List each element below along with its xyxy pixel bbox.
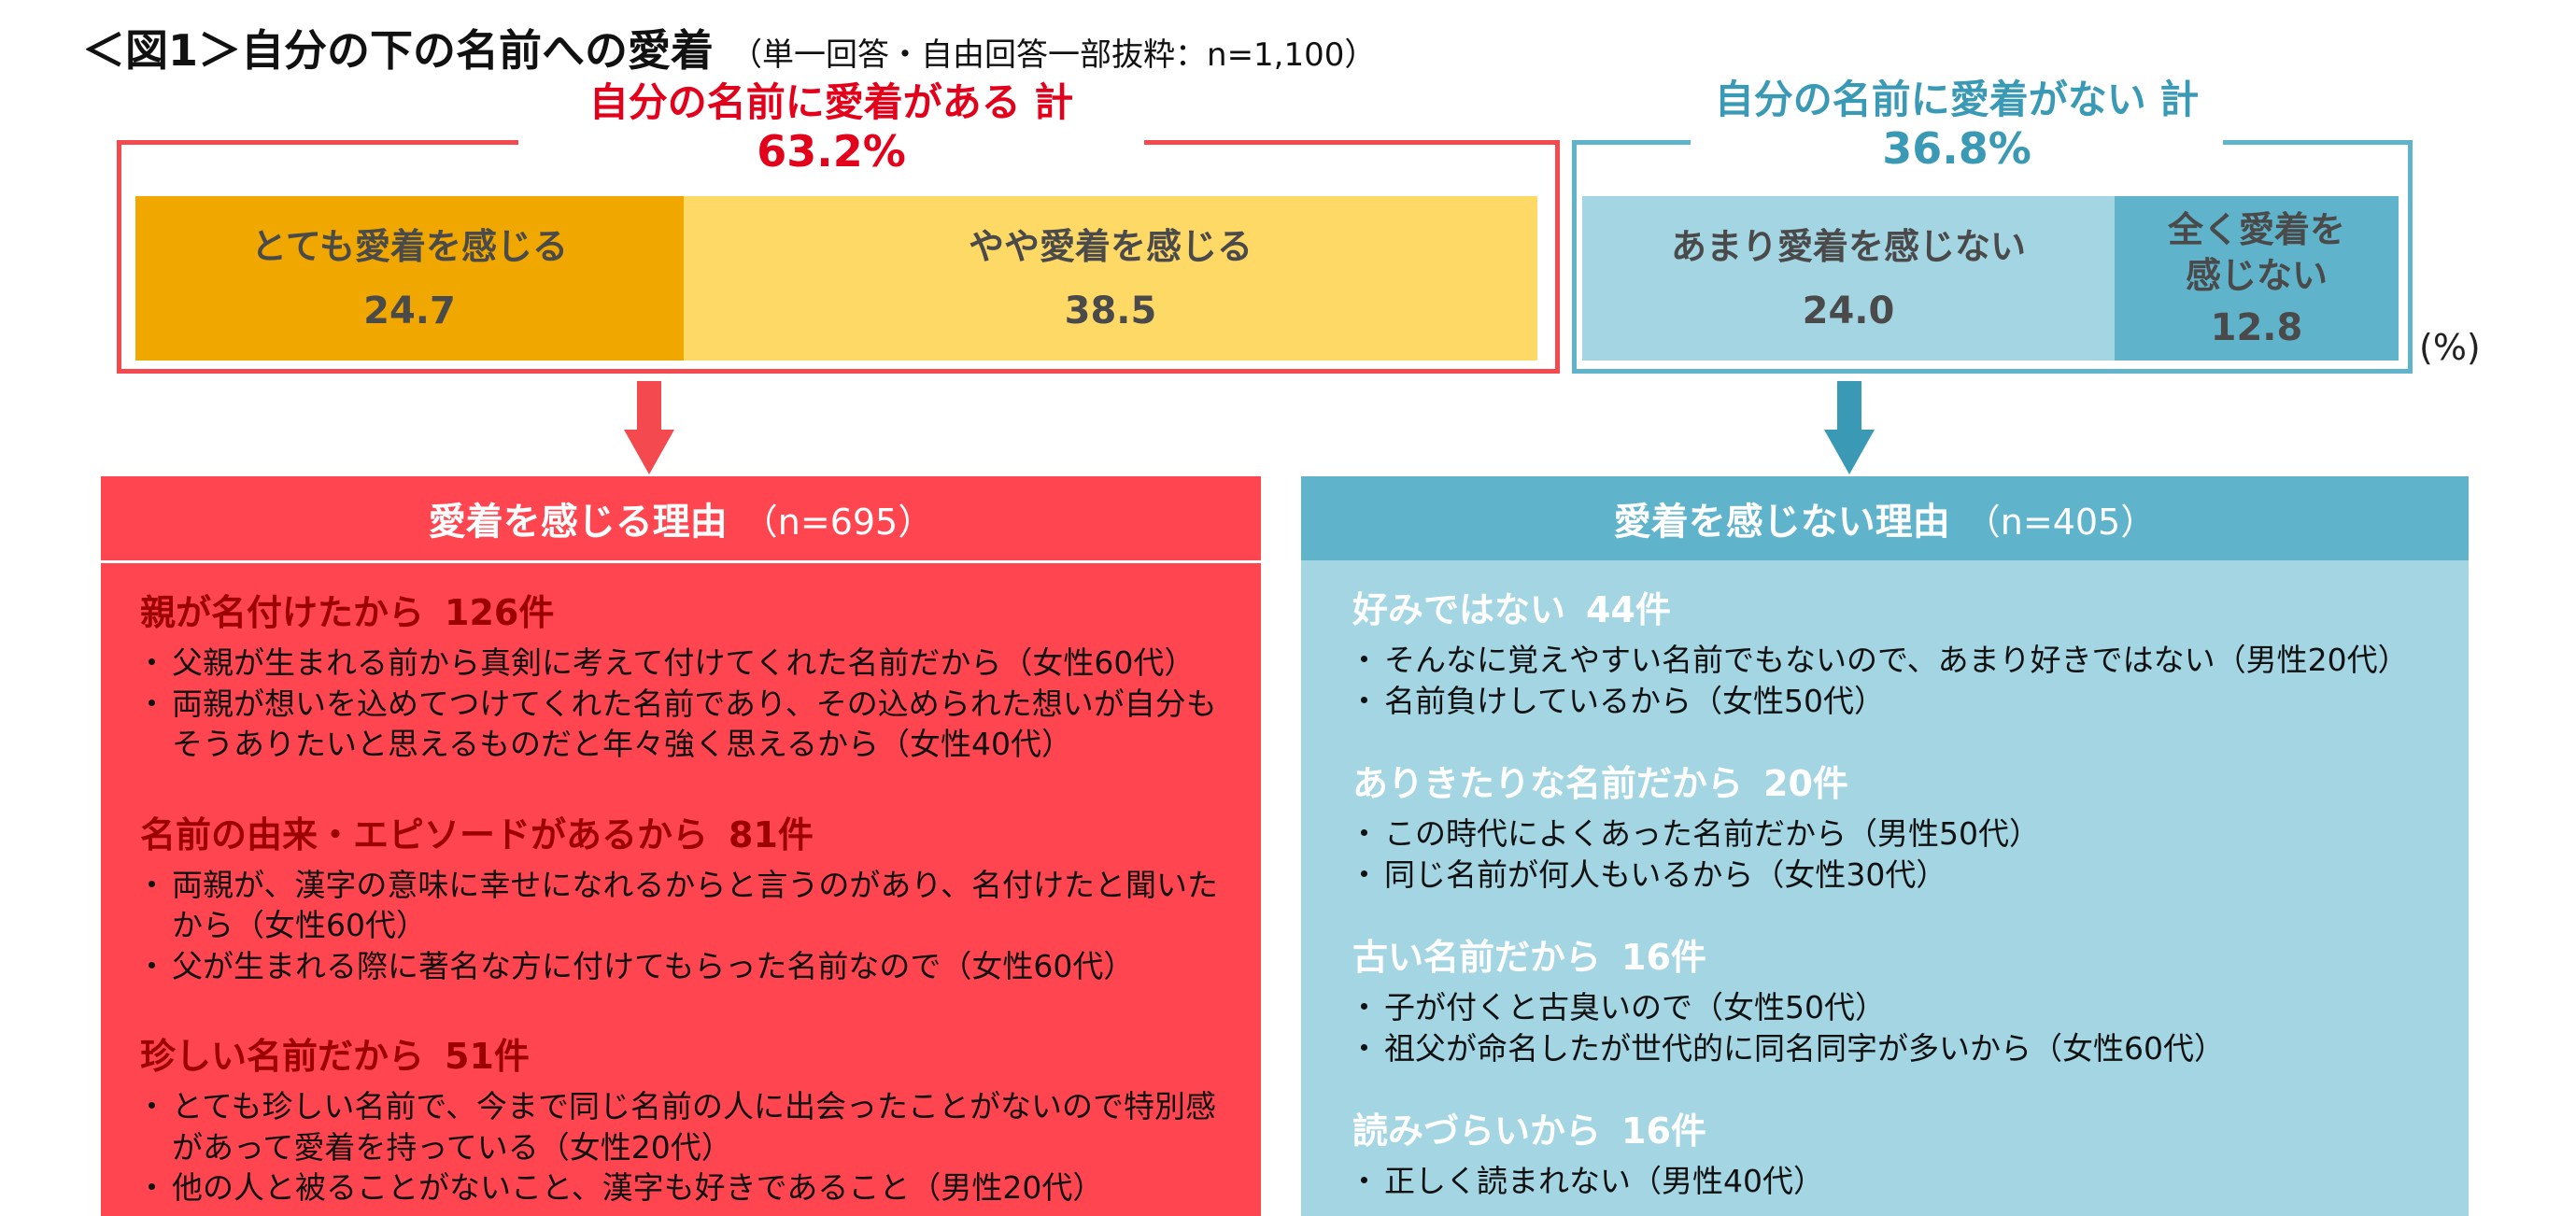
reason-count: 126件 [445,592,555,633]
negative-total-value: 36.8% [1882,123,2031,175]
reason-count: 81件 [729,813,814,855]
negative-panel-sample: （n=405） [1964,501,2157,543]
quote-list: とても珍しい名前で、今まで同じ名前の人に出会ったことがないので特別感があって愛着… [136,1086,1233,1209]
quote-item: そんなに覚えやすい名前でもないので、あまり好きではない（男性20代） [1349,640,2441,681]
segment-label: やや愛着を感じる [968,225,1253,267]
quote-item: 両親が、漢字の意味に幸せになれるからと言うのがあり、名付けたと聞いたから（女性6… [136,865,1233,946]
negative-reason-list: 好みではない 44件そんなに覚えやすい名前でもないので、あまり好きではない（男性2… [1301,560,2469,1202]
segment-label: 全く愛着を [2167,209,2345,251]
bar-segment: とても愛着を感じる 24.7 [135,196,684,361]
quote-item: 名前負けしているから（女性50代） [1349,681,2441,722]
reason-title: 好みではない 44件 [1352,581,2441,632]
positive-panel-sample: （n=695） [742,501,934,543]
reason-name: 名前の由来・エピソードがあるから [140,813,709,855]
down-arrow-icon [1824,381,1875,474]
quote-item: 子が付くと古臭いので（女性50代） [1349,987,2441,1028]
quote-list: この時代によくあった名前だから（男性50代）同じ名前が何人もいるから（女性30代… [1349,813,2441,896]
segment-value-label: 38.5 [1064,290,1157,333]
reason-name: 好みではない [1352,589,1566,630]
reason-title: 珍しい名前だから 51件 [140,1027,1233,1079]
stacked-bar: とても愛着を感じる 24.7 やや愛着を感じる 38.5 あまり愛着を感じない 24.0 全… [135,196,2399,361]
reason-name: ありきたりな名前だから [1352,763,1744,805]
reason-name: 珍しい名前だから [140,1036,425,1078]
reason-count: 16件 [1621,1110,1706,1152]
quote-list: 両親が、漢字の意味に幸せになれるからと言うのがあり、名付けたと聞いたから（女性6… [136,865,1233,987]
negative-panel-title: 愛着を感じない理由 [1613,501,1950,544]
quote-item: 父が生まれる際に著名な方に付けてもらった名前なので（女性60代） [136,946,1233,987]
quote-item: 他の人と被ることがないこと、漢字も好きであること（男性20代） [136,1167,1233,1209]
reason-block: 名前の由来・エピソードがあるから 81件両親が、漢字の意味に幸せになれるからと言う… [136,806,1233,987]
quote-item: 祖父が命名したが世代的に同名同字が多いから（女性60代） [1349,1028,2441,1069]
title-main: ＜図1＞自分の下の名前への愛着 [82,25,715,76]
quote-item: 正しく読まれない（男性40代） [1349,1161,2441,1202]
positive-reasons-panel: 愛着を感じる理由 （n=695） 親が名付けたから 126件父親が生まれる前から真… [101,476,1261,1216]
reason-title: 名前の由来・エピソードがあるから 81件 [140,806,1233,857]
reason-block: 好みではない 44件そんなに覚えやすい名前でもないので、あまり好きではない（男性2… [1349,581,2441,722]
reason-block: 古い名前だから 16件子が付くと古臭いので（女性50代）祖父が命名したが世代的に同… [1349,928,2441,1069]
bar-segment: あまり愛着を感じない 24.0 [1582,196,2115,361]
reason-title: 古い名前だから 16件 [1352,928,2441,980]
negative-panel-header: 愛着を感じない理由 （n=405） [1301,476,2469,560]
bar-segment: やや愛着を感じる 38.5 [684,196,1537,361]
reason-title: ありきたりな名前だから 20件 [1352,755,2441,806]
reason-count: 44件 [1586,589,1671,630]
quote-list: そんなに覚えやすい名前でもないので、あまり好きではない（男性20代）名前負けして… [1349,640,2441,722]
quote-item: この時代によくあった名前だから（男性50代） [1349,813,2441,855]
reason-count: 20件 [1763,763,1848,805]
positive-panel-header: 愛着を感じる理由 （n=695） [101,476,1261,563]
reason-name: 古い名前だから [1352,937,1602,979]
segment-label: あまり愛着を感じない [1670,225,2026,267]
reason-name: 読みづらいから [1352,1110,1602,1152]
quote-list: 子が付くと古臭いので（女性50代）祖父が命名したが世代的に同名同字が多いから（女… [1349,987,2441,1069]
positive-total-label: 自分の名前に愛着がある 計 63.2% [518,79,1144,178]
down-arrow-icon [624,381,674,474]
negative-total-title: 自分の名前に愛着がない 計 [1714,77,2200,122]
unit-label: (%) [2419,327,2481,368]
reason-name: 親が名付けたから [140,592,425,633]
reason-count: 51件 [445,1036,530,1078]
quote-item: とても珍しい名前で、今まで同じ名前の人に出会ったことがないので特別感があって愛着… [136,1086,1233,1167]
segment-value-label: 24.7 [363,290,456,333]
bar-segment: 全く愛着を感じない 12.8 [2115,196,2399,361]
reason-title: 読みづらいから 16件 [1352,1102,2441,1153]
positive-reason-list: 親が名付けたから 126件父親が生まれる前から真剣に考えて付けてくれた名前だから（… [101,563,1261,1209]
segment-label: 感じない [2185,255,2328,296]
positive-total-title: 自分の名前に愛着がある 計 [588,79,1074,125]
quote-list: 父親が生まれる前から真剣に考えて付けてくれた名前だから（女性60代）両親が想いを… [136,643,1233,765]
quote-item: 両親が想いを込めてつけてくれた名前であり、その込められた想いが自分もそうありたい… [136,684,1233,765]
chart-title: ＜図1＞自分の下の名前への愛着 （単一回答・自由回答一部抜粋：n=1,100） [82,17,1376,82]
quote-item: 同じ名前が何人もいるから（女性30代） [1349,855,2441,896]
segment-label: とても愛着を感じる [251,225,568,267]
positive-total-value: 63.2% [757,126,906,177]
segment-value-label: 12.8 [2210,305,2303,349]
title-sample-note: （単一回答・自由回答一部抜粋：n=1,100） [730,36,1377,74]
quote-item: 父親が生まれる前から真剣に考えて付けてくれた名前だから（女性60代） [136,643,1233,684]
reason-block: ありきたりな名前だから 20件この時代によくあった名前だから（男性50代）同じ名前… [1349,755,2441,896]
segment-value-label: 24.0 [1802,290,1895,333]
reason-block: 読みづらいから 16件正しく読まれない（男性40代） [1349,1102,2441,1202]
reason-count: 16件 [1621,937,1706,979]
reason-title: 親が名付けたから 126件 [140,584,1233,635]
positive-panel-title: 愛着を感じる理由 [428,501,728,544]
negative-total-label: 自分の名前に愛着がない 計 36.8% [1691,77,2223,176]
negative-reasons-panel: 愛着を感じない理由 （n=405） 好みではない 44件そんなに覚えやすい名前でも… [1301,476,2469,1216]
reason-block: 親が名付けたから 126件父親が生まれる前から真剣に考えて付けてくれた名前だから（… [136,584,1233,765]
quote-list: 正しく読まれない（男性40代） [1349,1161,2441,1202]
reason-block: 珍しい名前だから 51件とても珍しい名前で、今まで同じ名前の人に出会ったことがない… [136,1027,1233,1209]
